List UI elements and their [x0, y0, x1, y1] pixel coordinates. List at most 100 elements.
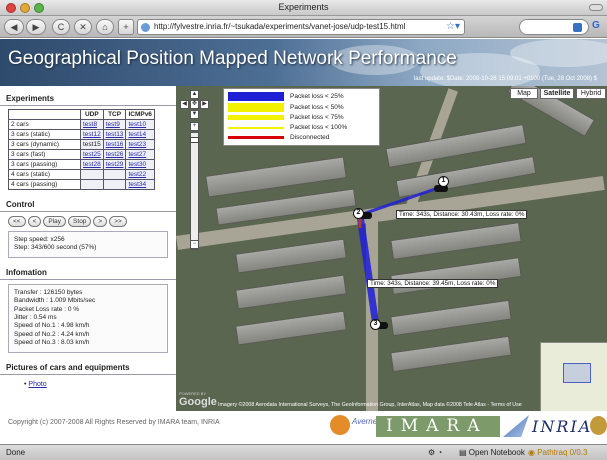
legend-label: Packet loss < 75%	[290, 114, 344, 121]
legend-row: Packet loss < 25%	[228, 92, 378, 102]
status-text: Done	[6, 448, 26, 457]
toolbar-toggle-button[interactable]	[589, 4, 603, 11]
photo-link[interactable]: Photo	[28, 380, 47, 388]
google-toolbar-icon[interactable]: G	[592, 20, 600, 31]
udp-test-link[interactable]: test8	[83, 121, 98, 128]
zoom-out-button[interactable]: −	[190, 240, 199, 249]
legend-swatch	[228, 92, 284, 101]
experiment-name: 2 cars	[8, 119, 81, 130]
reload-button[interactable]: C	[52, 19, 70, 35]
info-line: Bandwidth : 1.009 Mbits/sec	[14, 297, 96, 305]
tcp-test-link[interactable]: test9	[105, 121, 120, 128]
step-forward-button[interactable]: >	[93, 216, 108, 227]
satellite-map[interactable]: 1 2 3 Time: 343s, Distance: 30.43m, Loss…	[176, 86, 607, 411]
icmp-test-link[interactable]: test10	[128, 121, 147, 128]
home-button[interactable]: ⌂	[96, 19, 114, 35]
legend-swatch	[228, 103, 284, 112]
table-row: 3 cars (passing) test28 test29 test30	[8, 159, 155, 170]
legend-row: Packet loss < 50%	[228, 103, 378, 113]
udp-test-link[interactable]: test12	[83, 131, 101, 138]
info-line: Speed of No.3 : 8.03 km/h	[14, 339, 90, 347]
link-line-1-2	[359, 186, 439, 217]
icmp-test-link[interactable]: test14	[128, 131, 147, 138]
column-header: ICMPv6	[125, 109, 155, 120]
imara-logo: IMARA	[376, 416, 500, 437]
partner-logo-text: Averne	[352, 417, 378, 426]
step-back-button[interactable]: <	[27, 216, 42, 227]
pan-up-button[interactable]: ▲	[190, 90, 199, 99]
step-info-box: Step speed: x256 Step: 343/600 second (5…	[8, 231, 168, 258]
tcp-test-link[interactable]: test16	[105, 141, 124, 148]
info-line: Transfer : 126150 bytes	[14, 288, 83, 296]
column-header	[8, 109, 81, 120]
experiments-table: UDP TCP ICMPv6 2 cars test8 test9 test10…	[8, 109, 155, 190]
legend-row: Disconnected	[228, 133, 378, 143]
pan-down-button[interactable]: ▼	[190, 110, 199, 119]
zoom-slider-handle[interactable]	[190, 137, 199, 143]
minimize-window-button[interactable]	[20, 3, 30, 13]
minimap-viewport[interactable]	[563, 363, 591, 383]
pan-right-button[interactable]: ▶	[200, 100, 209, 109]
car-number-3: 3	[370, 319, 381, 330]
icmp-test-link[interactable]: test23	[128, 141, 147, 148]
stop-button[interactable]: ✕	[74, 19, 92, 35]
experiment-name: 3 cars (static)	[8, 129, 81, 140]
empty-cell	[102, 169, 127, 180]
overview-minimap[interactable]	[540, 342, 607, 411]
udp-test-link[interactable]: test25	[83, 151, 101, 158]
legend-swatch	[228, 127, 284, 129]
icmp-test-link[interactable]: test27	[128, 151, 147, 158]
plugin-icons[interactable]: ⚙ ◔	[428, 448, 443, 457]
pictures-heading: Pictures of cars and equipments	[0, 361, 176, 375]
playback-controls: << < Play Stop > >>	[8, 216, 176, 227]
zoom-in-button[interactable]: +	[190, 122, 199, 131]
open-notebook-button[interactable]: ▤ Open Notebook	[459, 448, 525, 457]
search-engine-icon[interactable]	[573, 23, 582, 32]
map-type-satellite[interactable]: Satellite	[540, 88, 574, 99]
zoom-window-button[interactable]	[34, 3, 44, 13]
stop-playback-button[interactable]: Stop	[68, 216, 92, 227]
legend-label: Packet loss < 25%	[290, 93, 344, 100]
pathtraq-button[interactable]: ◉ Pathtraq 0/0.3	[528, 448, 588, 457]
bookmark-add-button[interactable]: +	[118, 19, 134, 35]
tcp-test-link[interactable]: test29	[105, 161, 124, 168]
search-field[interactable]	[519, 19, 589, 35]
icmp-test-link[interactable]: test22	[128, 171, 147, 178]
zoom-slider[interactable]	[190, 132, 199, 250]
map-type-map[interactable]: Map	[510, 88, 538, 99]
car-marker[interactable]	[358, 212, 372, 219]
link-line-2-3	[356, 214, 380, 327]
empty-cell	[80, 179, 104, 190]
back-button[interactable]: ◀	[4, 19, 24, 35]
column-header: TCP	[102, 109, 127, 120]
car-marker[interactable]	[374, 322, 388, 329]
tcp-test-link[interactable]: test13	[105, 131, 124, 138]
rewind-fast-button[interactable]: <<	[8, 216, 26, 227]
close-window-button[interactable]	[6, 3, 16, 13]
pathtraq-label: Pathtraq 0/0.3	[537, 448, 588, 457]
pictures-list: • Photo	[24, 381, 176, 388]
bullet: •	[24, 380, 29, 388]
seal-logo	[590, 416, 607, 435]
url-bar[interactable]: http://fylvestre.inria.fr/~tsukada/exper…	[137, 19, 465, 35]
forward-button[interactable]: ▶	[26, 19, 46, 35]
icmp-test-link[interactable]: test34	[128, 181, 147, 188]
forward-fast-button[interactable]: >>	[109, 216, 127, 227]
map-copyright: Imagery ©2008 Aerodata International Sur…	[218, 402, 522, 408]
experiment-name: 3 cars (dynamic)	[8, 139, 81, 150]
car-marker[interactable]	[434, 185, 448, 192]
pan-center-button[interactable]: ✥	[190, 100, 199, 109]
bookmark-star-icon[interactable]: ☆▾	[446, 21, 460, 32]
pan-left-button[interactable]: ◀	[180, 100, 189, 109]
map-type-hybrid[interactable]: Hybrid	[576, 88, 606, 99]
legend-row: Packet loss < 75%	[228, 113, 378, 123]
icmp-test-link[interactable]: test30	[128, 161, 147, 168]
play-button[interactable]: Play	[43, 216, 67, 227]
empty-cell	[102, 179, 127, 190]
udp-test-link[interactable]: test28	[83, 161, 101, 168]
control-heading: Control	[0, 198, 176, 212]
information-heading: Infomation	[0, 266, 176, 280]
google-wordmark: Google	[179, 396, 217, 408]
open-notebook-label: Open Notebook	[468, 448, 525, 457]
tcp-test-link[interactable]: test26	[105, 151, 124, 158]
